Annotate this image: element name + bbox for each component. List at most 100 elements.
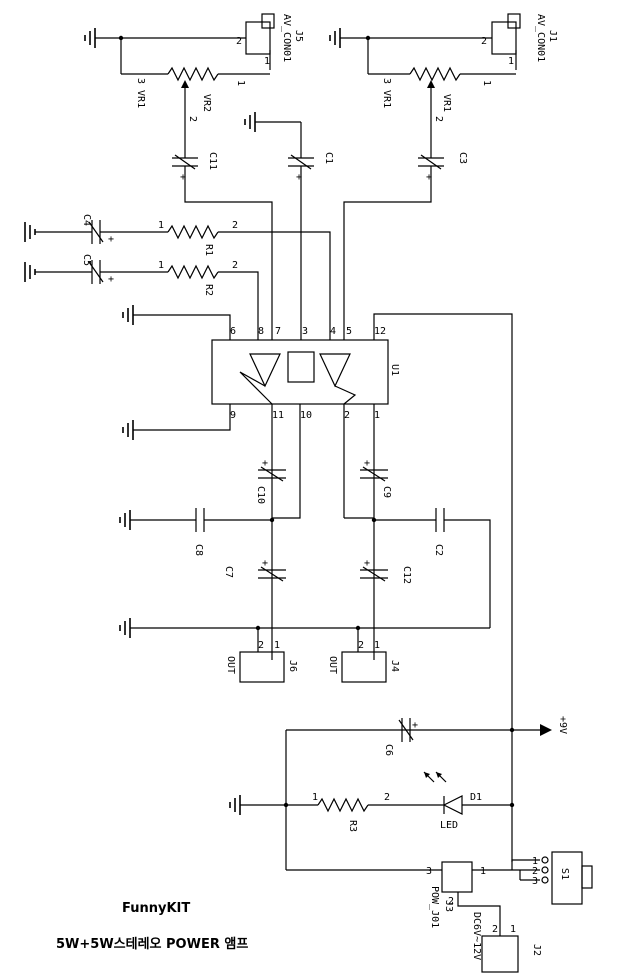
- pin-j1-2: 2: [481, 36, 487, 47]
- label-led: LED: [440, 820, 458, 831]
- pin-u1-3: 3: [302, 326, 308, 337]
- label-r3: R3: [347, 820, 358, 832]
- pin-j1-1: 1: [508, 56, 514, 67]
- pin-j4-2: 2: [358, 640, 364, 651]
- label-j3-part: POW_J01: [429, 886, 440, 928]
- pin-u1-9: 9: [230, 410, 236, 421]
- label-vr1-right: 3 VR1: [381, 78, 392, 108]
- j5-connector: [245, 21, 271, 55]
- label-c4: C4: [81, 214, 92, 226]
- label-c1: C1: [323, 152, 334, 164]
- pin-u1-2: 2: [344, 410, 350, 421]
- pin-r1-2: 2: [232, 220, 238, 231]
- pin-u1-5: 5: [346, 326, 352, 337]
- plus-c10: +: [262, 458, 268, 469]
- label-vr1b: VR1: [441, 94, 452, 112]
- label-j5: J5: [293, 30, 304, 42]
- plus-c12: +: [364, 558, 370, 569]
- label-r1: R1: [203, 244, 214, 256]
- label-s1: S1: [559, 868, 570, 880]
- pin-u1-6: 6: [230, 326, 236, 337]
- plus-c4: +: [108, 234, 114, 245]
- pin-j3-1: 1: [480, 866, 486, 877]
- label-c8: C8: [193, 544, 204, 556]
- label-c10: C10: [255, 486, 266, 504]
- label-c7: C7: [223, 566, 234, 578]
- output-ground-bus: [119, 618, 490, 683]
- pin-j5-1: 1: [264, 56, 270, 67]
- pin-j6-1: 1: [274, 640, 280, 651]
- output-capacitors: [258, 466, 388, 482]
- label-j2-part: DC6V~12V: [471, 912, 482, 960]
- label-d1: D1: [470, 792, 482, 803]
- pin-s1-3: 3: [532, 876, 538, 887]
- label-out-j6: OUT: [225, 656, 236, 674]
- pin-r1-1: 1: [158, 220, 164, 231]
- pin-s1-1: 1: [532, 856, 538, 867]
- label-c2: C2: [433, 544, 444, 556]
- pin-j2-2: 2: [492, 924, 498, 935]
- label-u1: U1: [389, 364, 400, 376]
- label-j1-part: AV_CON01: [535, 14, 546, 62]
- j4-connector: [341, 651, 387, 683]
- label-c12: C12: [401, 566, 412, 584]
- plus-c9: +: [364, 458, 370, 469]
- pin-vr1-2: 2: [433, 116, 444, 122]
- pin-u1-7: 7: [275, 326, 281, 337]
- label-j4: J4: [389, 660, 400, 672]
- label-c5: C5: [81, 254, 92, 266]
- label-j2: J2: [531, 944, 542, 956]
- label-j1: J1: [547, 30, 558, 42]
- pin-r2-2: 2: [232, 260, 238, 271]
- plus-c7: +: [262, 558, 268, 569]
- pin-u1-12: 12: [374, 326, 386, 337]
- plus-c3: +: [426, 172, 432, 183]
- pin-j4-1: 1: [374, 640, 380, 651]
- plus-c1: +: [296, 172, 302, 183]
- pin-j5-2: 2: [236, 36, 242, 47]
- label-j5-part: AV_CON01: [281, 14, 292, 62]
- label-j3: J3: [443, 900, 454, 912]
- pin-vr2-2: 2: [187, 116, 198, 122]
- brand-title: FunnyKIT: [122, 901, 190, 916]
- input-j5-group: [84, 13, 275, 158]
- pin-u1-1: 1: [374, 410, 380, 421]
- label-c6: C6: [383, 744, 394, 756]
- pin-j3-3: 3: [426, 866, 432, 877]
- pin-vr2-1: 1: [235, 80, 246, 86]
- c8-c2: [119, 508, 491, 628]
- plus-c11: +: [180, 172, 186, 183]
- plus-c6: +: [412, 720, 418, 731]
- pin-u1-8: 8: [258, 326, 264, 337]
- label-c11: C11: [207, 152, 218, 170]
- pin-s1-2: 2: [532, 866, 538, 877]
- pin-j2-1: 1: [510, 924, 516, 935]
- label-vr1-left: 3 VR1: [135, 78, 146, 108]
- input-j1-group: [329, 13, 521, 158]
- pin-r3-1: 1: [312, 792, 318, 803]
- pin-r3-2: 2: [384, 792, 390, 803]
- pin-u1-4: 4: [330, 326, 336, 337]
- pin-u1-11: 11: [272, 410, 284, 421]
- label-c3: C3: [457, 152, 468, 164]
- component-labels: J5 AV_CON01 J1 AV_CON01 2 1 2 1 3 VR1 VR…: [81, 14, 570, 960]
- u1-amplifier-ic: [122, 305, 513, 870]
- c7-c12: [258, 566, 388, 582]
- j1-connector: [491, 21, 517, 55]
- pin-j6-2: 2: [258, 640, 264, 651]
- pin-u1-10: 10: [300, 410, 312, 421]
- label-c9: C9: [381, 486, 392, 498]
- pin-vr1-1: 1: [481, 80, 492, 86]
- power-section: [229, 718, 593, 973]
- feedback-network: [24, 220, 331, 340]
- j2-connector: [481, 935, 519, 973]
- label-out-j4: OUT: [327, 656, 338, 674]
- amp-subtitle: 5W+5W스테레오 POWER 앰프: [56, 936, 248, 952]
- c1-ground: [244, 112, 302, 158]
- label-j6: J6: [287, 660, 298, 672]
- pin-r2-1: 1: [158, 260, 164, 271]
- coupling-capacitors: [172, 154, 444, 340]
- j6-connector: [239, 651, 285, 683]
- plus-c5: +: [108, 274, 114, 285]
